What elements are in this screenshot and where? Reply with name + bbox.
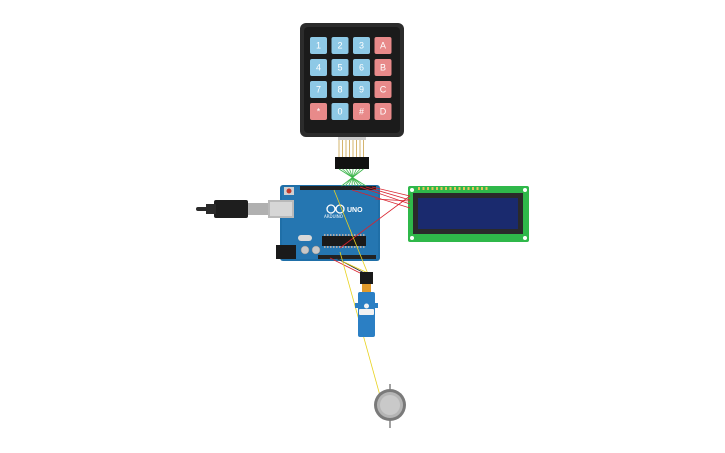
- servo-horn: [359, 309, 374, 315]
- keypad-key[interactable]: B: [374, 59, 392, 76]
- keypad-key[interactable]: #: [353, 103, 370, 120]
- wires: [329, 168, 411, 411]
- keypad-key-label: D: [380, 107, 387, 117]
- lcd-16x2-display[interactable]: [408, 186, 529, 242]
- keypad-key[interactable]: C: [374, 81, 392, 98]
- arduino-brand-label: ARDUINO: [324, 214, 343, 219]
- servo-motor[interactable]: [355, 272, 378, 337]
- keypad-key-label: B: [380, 63, 386, 73]
- keypad-key-label: 8: [337, 85, 342, 95]
- keypad-key-label: 7: [316, 85, 321, 95]
- keypad-key-label: 3: [359, 41, 364, 51]
- keypad-key-label: 0: [337, 107, 342, 117]
- keypad-key-label: 4: [316, 63, 321, 73]
- keypad-connector: [335, 137, 369, 169]
- keypad-key-label: 9: [359, 85, 364, 95]
- keypad-key-label: 6: [359, 63, 364, 73]
- keypad-key-label: 5: [337, 63, 342, 73]
- atmega-chip: [322, 236, 366, 246]
- keypad-key[interactable]: D: [374, 103, 392, 120]
- arduino-uno-board[interactable]: UNO ARDUINO: [268, 185, 380, 261]
- keypad-key-label: A: [380, 41, 386, 51]
- keypad-key[interactable]: 7: [310, 81, 327, 98]
- keypad-key-label: 2: [337, 41, 342, 51]
- keypad-4x4[interactable]: 1 2 3 A 4 5 6 B 7 8 9 C * 0 # D: [300, 23, 404, 137]
- keypad-key-label: #: [359, 107, 364, 117]
- keypad-key[interactable]: 1: [310, 37, 327, 54]
- keypad-key[interactable]: A: [374, 37, 392, 54]
- power-jack: [276, 245, 296, 259]
- lcd-screen: [418, 198, 518, 229]
- keypad-key-label: *: [317, 107, 321, 117]
- keypad-key-label: 1: [316, 41, 321, 51]
- keypad-key-label: C: [380, 85, 387, 95]
- analog-power-header: [318, 255, 376, 259]
- servo-connector: [360, 272, 373, 284]
- keypad-key[interactable]: 3: [353, 37, 370, 54]
- keypad-key[interactable]: 8: [331, 81, 349, 98]
- usb-cable: [196, 200, 268, 218]
- keypad-key[interactable]: *: [310, 103, 327, 120]
- keypad-key[interactable]: 2: [331, 37, 349, 54]
- keypad-key[interactable]: 0: [331, 103, 349, 120]
- digital-header: [300, 186, 376, 190]
- keypad-key[interactable]: 6: [353, 59, 370, 76]
- arduino-model-label: UNO: [347, 207, 363, 214]
- keypad-key[interactable]: 4: [310, 59, 327, 76]
- keypad-key[interactable]: 5: [331, 59, 349, 76]
- keypad-key[interactable]: 9: [353, 81, 370, 98]
- piezo-buzzer[interactable]: [374, 384, 406, 428]
